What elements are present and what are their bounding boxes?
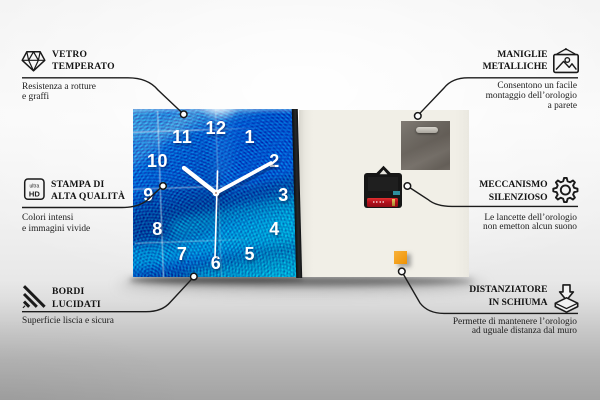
svg-text:ultra: ultra — [30, 184, 40, 190]
svg-text:HD: HD — [29, 190, 40, 199]
